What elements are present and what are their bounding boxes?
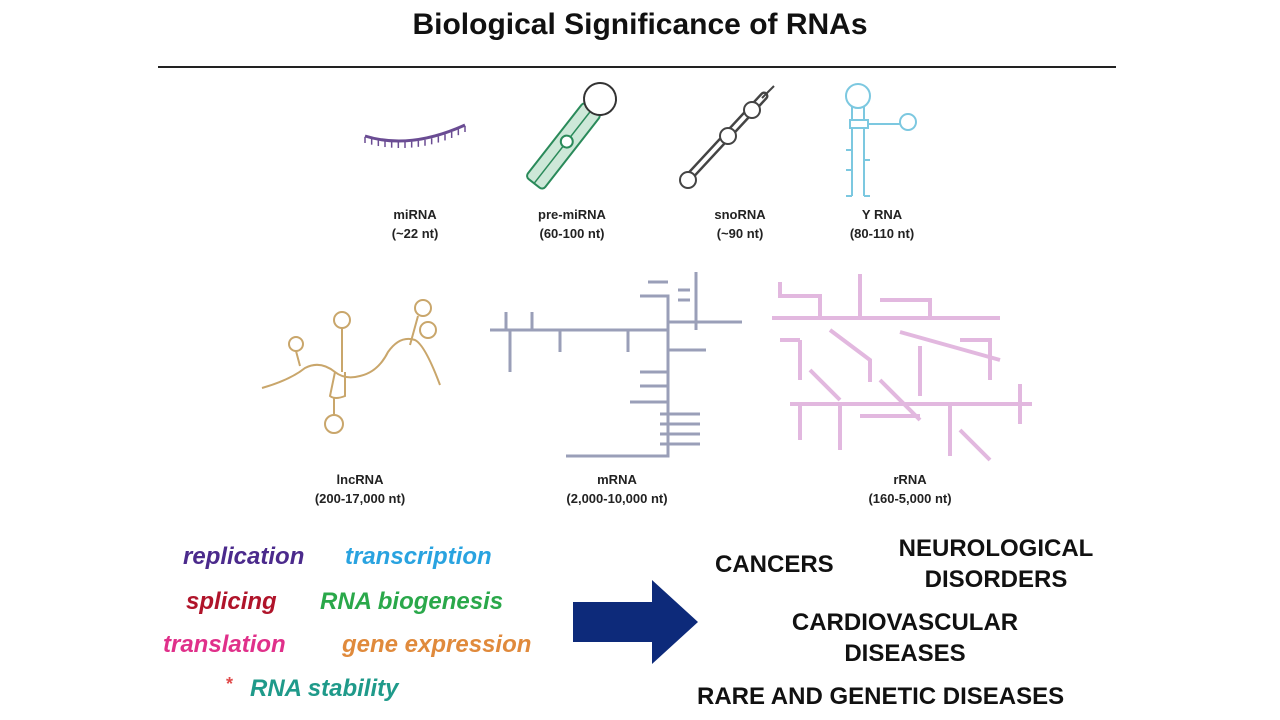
rrna-size: (160-5,000 nt) (868, 491, 952, 506)
premirna-label: pre-miRNA (60-100 nt) (512, 205, 632, 243)
mrna-size: (2,000-10,000 nt) (566, 491, 668, 506)
disease-neurological: NEUROLOGICAL DISORDERS (880, 533, 1112, 595)
function-transcription: transcription (345, 543, 492, 570)
mrna-name: mRNA (597, 472, 637, 487)
premirna-size: (60-100 nt) (539, 226, 605, 241)
mrna-structure (490, 272, 742, 458)
snorna-name: snoRNA (714, 207, 766, 222)
mirna-size: (~22 nt) (391, 226, 439, 241)
lncrna-name: lncRNA (336, 472, 384, 487)
snorna-label: snoRNA (~90 nt) (680, 205, 800, 243)
asterisk-marker: * (226, 674, 234, 694)
yrna-size: (80-110 nt) (849, 226, 915, 241)
mrna-label: mRNA (2,000-10,000 nt) (537, 470, 697, 508)
right-arrow-icon (573, 580, 698, 664)
disease-cancers: CANCERS (715, 551, 834, 578)
rrna-label: rRNA (160-5,000 nt) (835, 470, 985, 508)
lncrna-structure (261, 299, 441, 434)
lncrna-label: lncRNA (200-17,000 nt) (290, 470, 430, 508)
premirna-structure (526, 82, 618, 190)
function-replication: replication (183, 543, 305, 570)
neuro-line1: NEUROLOGICAL (898, 535, 1094, 562)
mirna-name: miRNA (393, 207, 437, 222)
mirna-structure (364, 123, 466, 148)
premirna-name: pre-miRNA (538, 207, 606, 222)
disease-rare-genetic: RARE AND GENETIC DISEASES (697, 683, 1065, 710)
yrna-structure (845, 83, 917, 197)
function-gene-expression: gene expression (342, 631, 532, 658)
snorna-size: (~90 nt) (716, 226, 764, 241)
function-rna-stability: RNA stability (250, 675, 399, 702)
function-splicing: splicing (186, 588, 277, 615)
yrna-label: Y RNA (80-110 nt) (822, 205, 942, 243)
function-translation: translation (163, 631, 286, 658)
page-title: Biological Significance of RNAs (412, 8, 868, 41)
lncrna-size: (200-17,000 nt) (314, 491, 406, 506)
mirna-label: miRNA (~22 nt) (355, 205, 475, 243)
yrna-name: Y RNA (861, 207, 903, 222)
title-divider (158, 66, 1116, 68)
disease-cardiovascular: CARDIOVASCULAR DISEASES (760, 607, 1050, 669)
rrna-name: rRNA (893, 472, 927, 487)
neuro-line2: DISORDERS (924, 566, 1068, 593)
cardio-line1: CARDIOVASCULAR (791, 609, 1019, 636)
cardio-line2: DISEASES (844, 640, 966, 667)
snorna-structure (679, 85, 775, 189)
rrna-structure (772, 274, 1032, 462)
function-rna-biogenesis: RNA biogenesis (320, 588, 504, 615)
